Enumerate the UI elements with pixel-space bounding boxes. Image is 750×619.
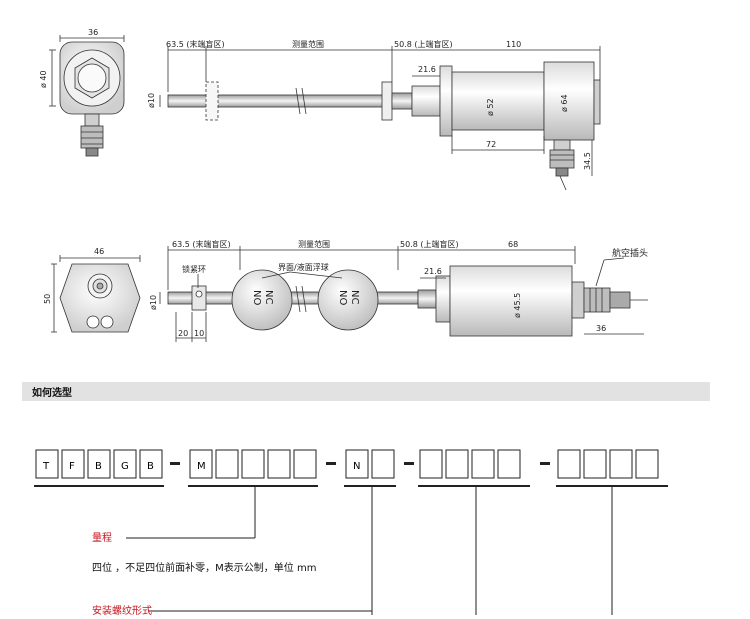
- section-band: [22, 382, 710, 401]
- code-letter-n: N: [353, 461, 360, 472]
- section-title: 如何选型: [32, 386, 72, 399]
- dim-head-diameter: ø 40: [39, 70, 48, 88]
- side-view-2: [159, 246, 648, 342]
- dim-head-width: 36: [88, 28, 98, 37]
- code-dash-4: [540, 462, 550, 465]
- float-label: 界面/液面浮球: [278, 262, 329, 272]
- range-title: 量程: [92, 532, 112, 544]
- code-group-1: [34, 449, 164, 487]
- dim-housing-length-2: 68: [508, 240, 518, 249]
- dim-head-height-2: 50: [43, 294, 52, 304]
- code-group-5: [556, 449, 668, 487]
- float2-nc: NC: [349, 290, 360, 304]
- dim-rod-diameter-2: ø10: [149, 295, 158, 310]
- code-letter-4: G: [121, 461, 129, 472]
- dim-dead-top-2: 50.8 (上端盲区): [400, 239, 459, 249]
- code-group-2: [188, 449, 318, 487]
- end-view-2: [51, 255, 141, 333]
- code-group-3: [344, 449, 396, 487]
- drawing-2: 46 50: [43, 239, 648, 342]
- code-letter-5: B: [147, 461, 154, 472]
- dim-20: 20: [178, 329, 188, 338]
- dim-housing-length-1: 110: [506, 40, 521, 49]
- leader-lines: [126, 486, 613, 615]
- code-letter-2: F: [69, 461, 75, 472]
- float1-no: NO: [251, 290, 262, 305]
- dim-rod-diameter-1: ø10: [147, 93, 156, 108]
- code-dash-3: [404, 462, 414, 465]
- selection-guide: 如何选型 T F B G B M: [22, 382, 710, 617]
- dim-dead-top-1: 50.8 (上端盲区): [394, 39, 453, 49]
- dim-dead-end-2: 63.5 (末端盲区): [172, 239, 231, 249]
- drawing-1: 36 ø 40: [39, 28, 601, 191]
- lock-ring-label: 锁紧环: [182, 264, 206, 274]
- code-letter-m: M: [197, 461, 206, 472]
- dim-range-1: 测量范围: [292, 39, 324, 49]
- dim-body-diameter-2: ø 64: [560, 94, 569, 112]
- code-group-4: [418, 449, 530, 487]
- float2-no: NO: [337, 290, 348, 305]
- dim-dead-end-1: 63.5 (末端盲区): [166, 39, 225, 49]
- float1-nc: NC: [263, 290, 274, 304]
- dim-cable-height-1: 34.5: [583, 152, 592, 170]
- range-description: 四位 ，不足四位前面补零，M表示公制，单位 mm: [92, 561, 316, 574]
- thread-title: 安装螺纹形式: [92, 604, 152, 615]
- dim-head-width-2: 46: [94, 247, 104, 256]
- dim-10: 10: [194, 329, 204, 338]
- dim-body-diameter-3: ø 45.5: [513, 293, 522, 318]
- dim-range-2: 测量范围: [298, 239, 330, 249]
- dim-body-diameter-1: ø 52: [486, 98, 495, 116]
- dim-lower-length-1: 72: [486, 140, 496, 149]
- code-dash-1: [170, 462, 180, 465]
- dim-nut-length-2: 21.6: [424, 267, 442, 276]
- side-view-1: [159, 46, 601, 191]
- connector-label: 航空插头: [612, 247, 648, 259]
- code-letter-3: B: [95, 461, 102, 472]
- code-dash-2: [326, 462, 336, 465]
- end-view-1: [49, 35, 125, 157]
- dim-nut-length-1: 21.6: [418, 65, 436, 74]
- code-letter-1: T: [42, 461, 50, 472]
- dim-36: 36: [596, 324, 606, 333]
